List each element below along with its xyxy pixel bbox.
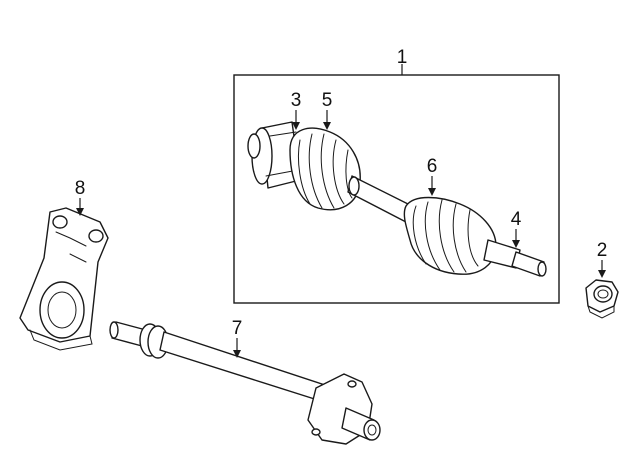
callout-6-label: 6 [427, 156, 438, 177]
callout-3-label: 3 [291, 90, 302, 111]
callout-8-label: 8 [75, 178, 86, 199]
callout-2-label: 2 [597, 240, 608, 261]
callout-8-arrow [76, 208, 84, 216]
inner-joint-housing [247, 121, 301, 189]
callout-4-arrow [512, 240, 520, 248]
callout-7-label: 7 [232, 318, 243, 339]
callout-1-label: 1 [397, 47, 408, 68]
intermediate-shaft[interactable] [109, 321, 381, 445]
callout-7-arrow [233, 350, 241, 358]
callout-2-arrow [598, 270, 606, 278]
hex-nut[interactable] [585, 279, 619, 319]
axle-assembly-box [233, 74, 560, 304]
callout-5-label: 5 [322, 90, 333, 111]
axle-shaft-assembly[interactable] [247, 121, 547, 277]
inner-boot [289, 127, 361, 211]
axle-shaft [347, 175, 413, 223]
callout-6-arrow [428, 188, 436, 196]
callout-4-label: 4 [511, 209, 522, 230]
support-bracket[interactable] [19, 207, 109, 351]
callout-5-arrow [323, 122, 331, 130]
outer-stub-shaft [483, 239, 547, 277]
outer-boot [403, 196, 497, 275]
callout-3-arrow [292, 122, 300, 130]
